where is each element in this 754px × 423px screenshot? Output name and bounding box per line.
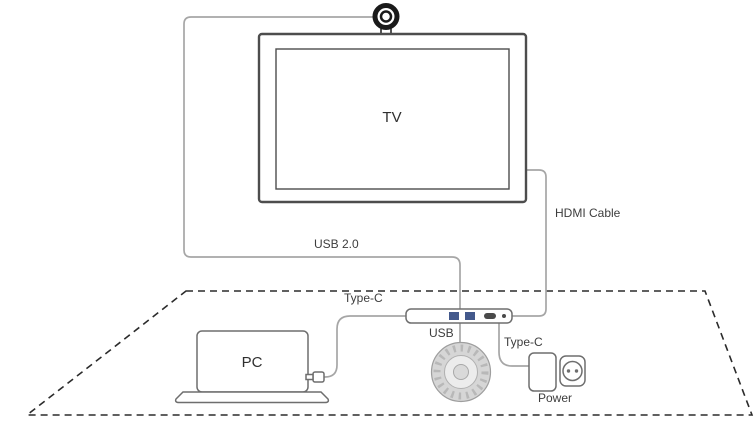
tv-screen <box>275 48 510 190</box>
cables <box>183 16 547 378</box>
pc-label: PC <box>242 354 263 371</box>
hub-hdmi-port <box>484 313 496 319</box>
typec-pc-label: Type-C <box>344 291 383 305</box>
hub-usb-port-2 <box>465 312 475 320</box>
cable-usb2-camera-to-hub <box>183 16 461 310</box>
usb-plug-connector <box>312 371 325 383</box>
power-outlet-socket <box>562 360 583 382</box>
hub-usb-port-1 <box>449 312 459 320</box>
power-adapter-group <box>528 352 586 392</box>
tv <box>257 32 528 204</box>
laptop <box>174 330 330 404</box>
usb-label: USB <box>429 326 454 340</box>
hdmi-cable-label: HDMI Cable <box>555 206 621 220</box>
speakerphone-center-button <box>453 364 469 380</box>
cable-hdmi-tv-to-hub <box>511 169 547 317</box>
tv-label: TV <box>382 109 401 126</box>
camera-icon <box>372 3 400 36</box>
camera-lens <box>379 10 393 23</box>
usb2-label: USB 2.0 <box>314 237 359 251</box>
power-outlet-pin-right <box>574 369 579 373</box>
power-outlet-pin-left <box>566 369 571 373</box>
speakerphone-grille <box>433 344 489 400</box>
table-outline <box>24 290 754 416</box>
usb-plug-tip <box>305 373 314 381</box>
usb-hub <box>405 308 513 324</box>
typec-power-label: Type-C <box>504 335 543 349</box>
power-adapter <box>528 352 557 392</box>
cable-typec-hub-to-pc <box>322 315 407 378</box>
laptop-base <box>174 391 330 404</box>
speakerphone <box>430 341 492 403</box>
hub-led <box>502 314 506 318</box>
cable-typec-hub-to-power <box>498 322 530 367</box>
camera-outer-ring <box>372 3 400 30</box>
power-label: Power <box>538 391 572 405</box>
